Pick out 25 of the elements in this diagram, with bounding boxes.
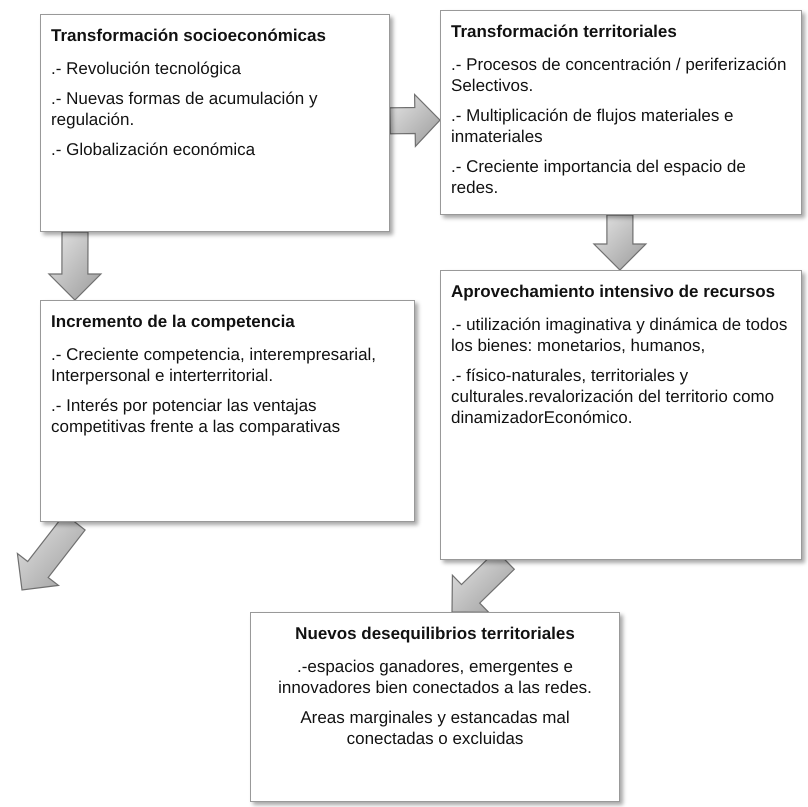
bullet-text: .- Revolución tecnológica xyxy=(51,58,242,79)
box-heading: Transformación socioeconómicas xyxy=(51,25,327,46)
block-arrow xyxy=(389,93,441,148)
bullet-text: .- Interés por potenciar las ventajas competitivas frente a las comparativas xyxy=(51,395,342,437)
bullet-text: .- Multiplicación de flujos materiales e inmateriales xyxy=(451,105,735,147)
text-box xyxy=(250,612,620,802)
box-heading: Transformación territoriales xyxy=(451,21,678,42)
block-arrow xyxy=(592,214,648,271)
text-box xyxy=(440,270,802,560)
bullet-text: .- Procesos de concentración / periferización Selectivos. xyxy=(451,54,788,96)
text-box xyxy=(440,10,802,215)
bullet-text: .- Globalización económica xyxy=(51,139,256,160)
bullet-text: .- Creciente importancia del espacio de redes. xyxy=(451,156,747,198)
bullet-text: Areas marginales y estancadas mal conectadas o excluidas xyxy=(299,707,571,749)
box-heading: Incremento de la competencia xyxy=(51,311,296,332)
box-heading: Nuevos desequilibrios territoriales xyxy=(294,623,576,644)
bullet-text: .- físico-naturales, territoriales y culturales.revalorización del territorio como dinamizadorEconómico. xyxy=(451,365,776,428)
bullet-text: .- utilización imaginativa y dinámica de todos los bienes: monetarios, humanos, xyxy=(451,314,788,356)
block-arrow xyxy=(47,231,102,301)
text-box xyxy=(40,14,390,232)
box-heading: Aprovechamiento intensivo de recursos xyxy=(451,281,776,302)
bullet-text: .- Creciente competencia, interempresarial, Interpersonal e interterritorial. xyxy=(51,344,378,386)
bullet-text: .-espacios ganadores, emergentes e innovadores bien conectados a las redes. xyxy=(277,656,593,698)
bullet-text: .- Nuevas formas de acumulación y regulación. xyxy=(51,88,318,130)
text-box xyxy=(40,300,415,522)
